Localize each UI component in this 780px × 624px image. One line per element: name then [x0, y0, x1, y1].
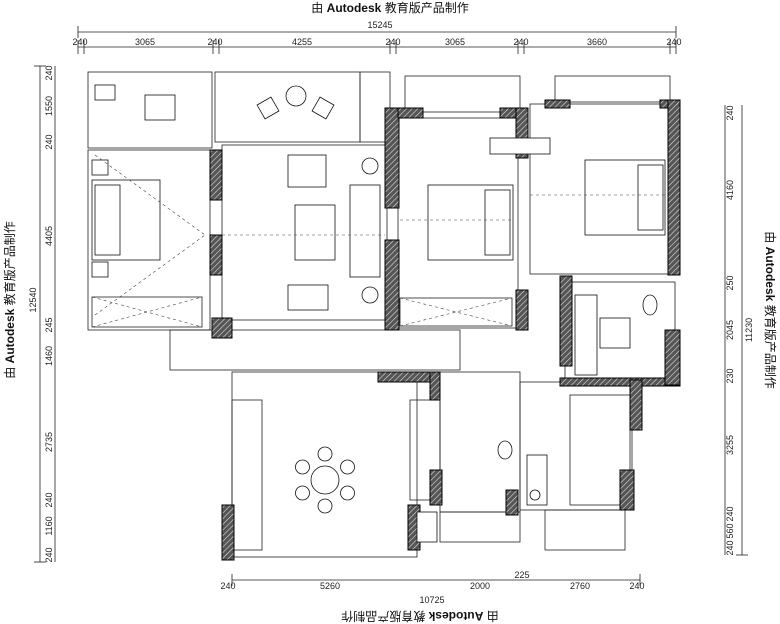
svg-text:3065: 3065 [445, 37, 465, 47]
dimension-bottom: 240 5260 2000 225 2760 240 10725 [220, 570, 644, 605]
svg-text:240: 240 [513, 37, 528, 47]
svg-text:560: 560 [725, 523, 735, 538]
svg-text:245: 245 [44, 317, 54, 332]
svg-text:240: 240 [385, 37, 400, 47]
svg-text:5260: 5260 [320, 581, 340, 591]
svg-text:由 Autodesk 教育版产品制作: 由 Autodesk 教育版产品制作 [763, 231, 778, 388]
watermark-left: 由 Autodesk 教育版产品制作 [2, 221, 17, 378]
dining-chair [340, 485, 355, 501]
svg-text:由 Autodesk 教育版产品制作: 由 Autodesk 教育版产品制作 [2, 221, 17, 378]
svg-text:1160: 1160 [44, 516, 54, 535]
svg-text:12540: 12540 [28, 287, 38, 312]
svg-text:230: 230 [725, 368, 735, 383]
svg-text:2735: 2735 [44, 432, 54, 452]
svg-text:11230: 11230 [744, 318, 754, 342]
svg-text:240: 240 [72, 37, 87, 47]
svg-text:由 Autodesk 教育版产品制作: 由 Autodesk 教育版产品制作 [341, 609, 498, 624]
room-outlines [87, 71, 676, 558]
svg-text:2000: 2000 [470, 581, 490, 591]
sofa [349, 184, 381, 278]
svg-text:240: 240 [725, 540, 735, 555]
svg-text:2760: 2760 [570, 581, 590, 591]
dining-chair [317, 498, 333, 514]
ceiling-lines [91, 154, 665, 328]
dining-chair [317, 446, 333, 462]
watermark-bottom: 由 Autodesk 教育版产品制作 [341, 609, 498, 624]
dining-table [310, 465, 340, 495]
dimension-right: 11230 240 4160 250 2045 230 3255 240 560… [724, 105, 754, 556]
dimension-left: 12540 240 1550 240 4405 245 1460 2735 24… [28, 65, 56, 563]
armchair [287, 154, 327, 188]
bathtub [599, 317, 631, 349]
svg-text:3065: 3065 [135, 37, 155, 47]
toilet [642, 294, 658, 316]
dining-chair [295, 485, 310, 501]
furniture [91, 84, 666, 543]
watermark-top: 由 Autodesk 教育版产品制作 [311, 0, 468, 15]
svg-text:3255: 3255 [725, 435, 735, 455]
svg-text:4255: 4255 [292, 37, 312, 47]
svg-text:4160: 4160 [725, 180, 735, 200]
svg-text:240: 240 [725, 506, 735, 521]
svg-text:240: 240 [207, 37, 222, 47]
watermark-right: 由 Autodesk 教育版产品制作 [763, 231, 778, 388]
svg-text:240: 240 [44, 492, 54, 507]
svg-text:15245: 15245 [367, 20, 392, 30]
svg-text:240: 240 [220, 581, 235, 591]
dimension-top: 15245 240 3065 240 4255 240 3065 240 366… [72, 20, 682, 54]
svg-text:240: 240 [725, 105, 735, 120]
svg-text:250: 250 [725, 275, 735, 290]
svg-text:240: 240 [629, 581, 644, 591]
svg-text:10725: 10725 [419, 595, 444, 605]
svg-text:240: 240 [44, 134, 54, 149]
dining-chair [295, 459, 310, 475]
svg-text:1460: 1460 [44, 346, 54, 366]
svg-text:由 Autodesk 教育版产品制作: 由 Autodesk 教育版产品制作 [311, 0, 468, 15]
svg-text:240: 240 [44, 65, 54, 80]
walls [209, 99, 681, 561]
dining-chair [340, 459, 355, 475]
svg-text:1550: 1550 [44, 96, 54, 116]
svg-text:225: 225 [514, 570, 529, 580]
round-table [285, 85, 307, 107]
svg-text:240: 240 [44, 547, 54, 562]
svg-text:4405: 4405 [44, 226, 54, 246]
svg-text:2045: 2045 [725, 320, 735, 340]
coffee-table [294, 204, 336, 261]
svg-text:240: 240 [666, 37, 681, 47]
svg-text:3660: 3660 [587, 37, 607, 47]
